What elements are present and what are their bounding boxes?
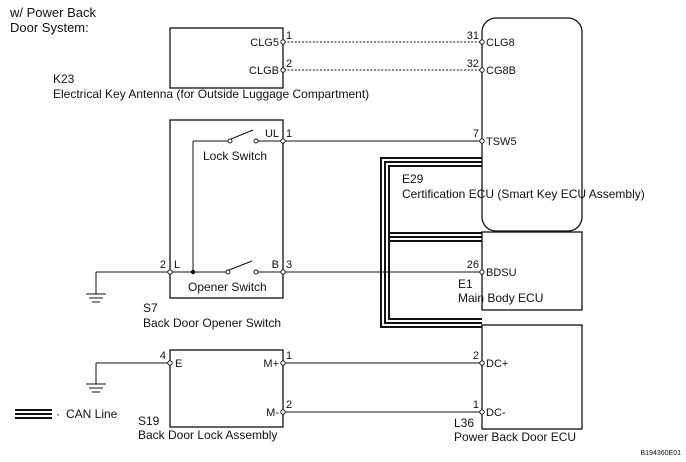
pin-number-dcplus: 2	[473, 350, 479, 362]
pin-label-mplus: M+	[263, 358, 279, 370]
e29-code: E29	[402, 172, 424, 186]
k23-code: K23	[53, 72, 75, 86]
s19-code: S19	[138, 414, 160, 428]
e1-name: Main Body ECU	[458, 291, 543, 305]
l36-name: Power Back Door ECU	[454, 430, 576, 444]
k23-antenna-box	[169, 27, 284, 89]
s7-name: Back Door Opener Switch	[143, 316, 281, 330]
legend-bullet: ·	[56, 407, 60, 421]
lock-switch-label: Lock Switch	[203, 149, 267, 163]
k23-name: Electrical Key Antenna (for Outside Lugg…	[53, 87, 369, 101]
pin-number-mminus: 2	[286, 399, 292, 411]
pin-label-clg8: CLG8	[486, 37, 515, 49]
can-line-legend: · CAN Line	[15, 407, 118, 421]
pin-number-clg8: 31	[467, 30, 479, 42]
s19-lock-assembly-box	[169, 349, 284, 428]
s7-code: S7	[143, 301, 158, 315]
pin-number-ul: 1	[286, 128, 292, 140]
figure-id: B194360E01	[641, 450, 682, 457]
header-line-2: Door System:	[10, 20, 89, 35]
pin-label-dcplus: DC+	[486, 358, 508, 370]
pin-label-dcminus: DC-	[486, 407, 506, 419]
ground-symbol	[86, 272, 106, 303]
l36-code: L36	[454, 416, 474, 430]
s7-internal-wiring	[96, 129, 282, 275]
pin-label-l: L	[174, 259, 180, 271]
can-bus-lines	[380, 157, 482, 328]
e1-main-body-ecu-box	[481, 231, 583, 311]
legend-can-line-label: CAN Line	[66, 407, 118, 421]
pin-number-cg8b: 32	[467, 58, 479, 70]
pin-number-dcminus: 1	[473, 399, 479, 411]
pin-label-e: E	[175, 358, 182, 370]
e29-name: Certification ECU (Smart Key ECU Assembl…	[402, 187, 645, 201]
opener-switch-label: Opener Switch	[188, 280, 267, 294]
s7-opener-switch-box	[169, 119, 284, 299]
e29-certification-ecu-box	[481, 17, 583, 232]
pin-number-e: 4	[160, 350, 166, 362]
header-line-1: w/ Power Back	[9, 5, 96, 20]
pin-label-clgb: CLGB	[249, 65, 279, 77]
l36-power-back-door-ecu-box	[481, 324, 583, 430]
pin-number-bdsu: 26	[467, 259, 479, 271]
pin-number-b: 3	[286, 259, 292, 271]
pin-number-clg5: 1	[286, 30, 292, 42]
ground-symbol	[86, 363, 106, 393]
terminal-markers	[167, 39, 485, 415]
pin-label-ul: UL	[265, 128, 279, 140]
pin-number-tsw5: 7	[473, 128, 479, 140]
pin-label-cg8b: CG8B	[486, 65, 516, 77]
pin-label-clg5: CLG5	[250, 37, 279, 49]
pin-number-clgb: 2	[286, 58, 292, 70]
s19-name: Back Door Lock Assembly	[138, 428, 277, 442]
pin-label-b: B	[272, 259, 279, 271]
pin-number-mplus: 1	[286, 350, 292, 362]
e1-code: E1	[458, 277, 473, 291]
pin-label-bdsu: BDSU	[486, 267, 517, 279]
pin-number-l: 2	[160, 259, 166, 271]
pin-label-mminus: M-	[266, 407, 279, 419]
pin-label-tsw5: TSW5	[486, 136, 517, 148]
